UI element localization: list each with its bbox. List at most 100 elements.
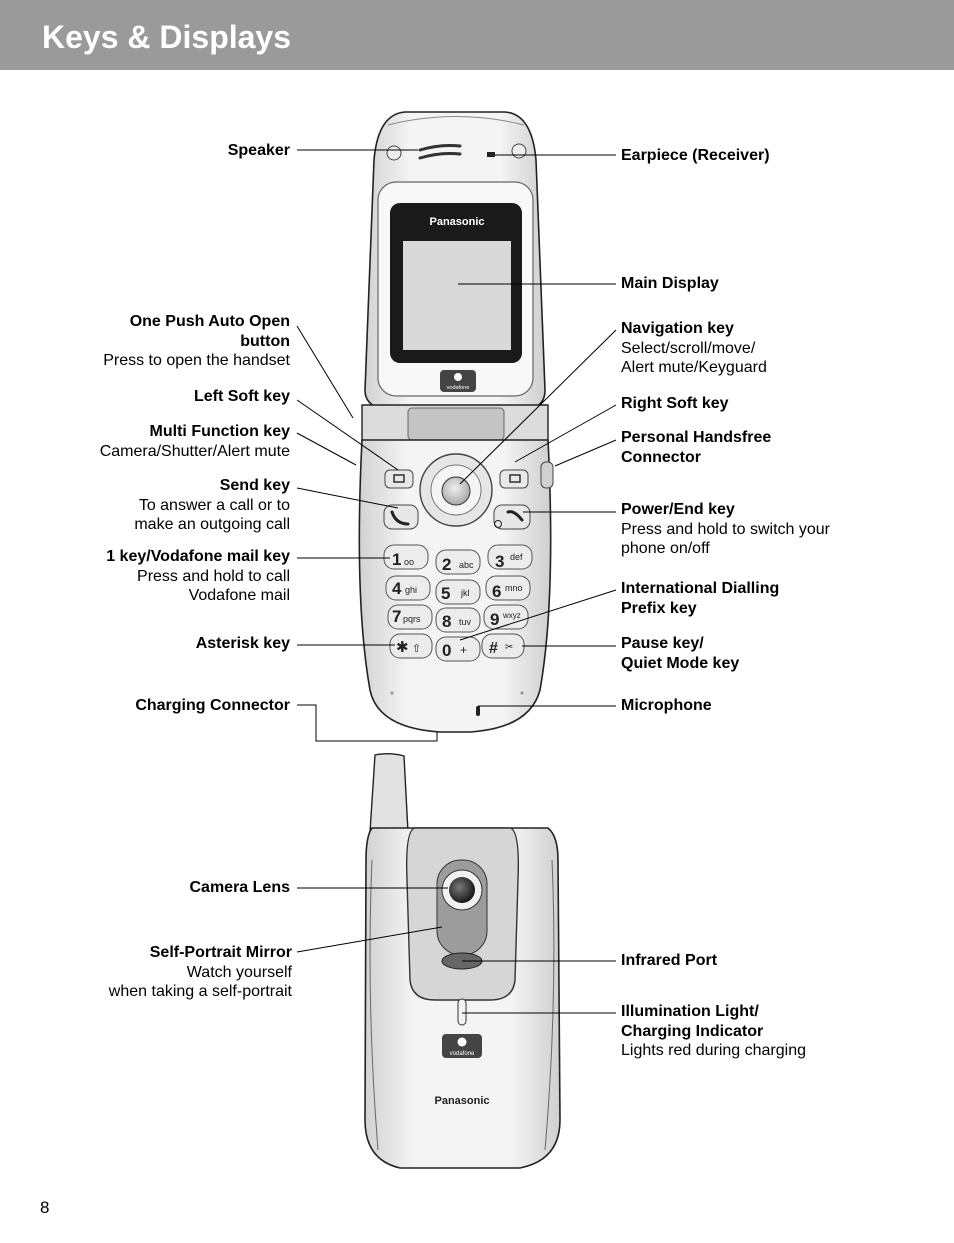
label-speaker: Speaker (228, 141, 290, 161)
label-illumination-title2: Charging Indicator (621, 1022, 764, 1040)
page-header: Keys & Displays (0, 0, 954, 70)
label-one-push-desc: Press to open the handset (103, 352, 290, 369)
label-earpiece: Earpiece (Receiver) (621, 146, 770, 166)
power-end-key[interactable] (493, 504, 531, 530)
label-camera-lens-title: Camera Lens (189, 879, 291, 896)
panasonic-logo-back: Panasonic (434, 1095, 489, 1107)
label-asterisk-title: Asterisk key (195, 635, 290, 652)
right-soft-key[interactable] (499, 469, 529, 489)
label-power-end-title: Power/End key (621, 501, 735, 518)
page-title: Keys & Displays (42, 19, 292, 55)
label-one-key: 1 key/Vodafone mail key Press and hold t… (106, 547, 290, 606)
label-power-end-desc2: phone on/off (621, 540, 710, 557)
key-0-digit: 0 (442, 641, 451, 660)
key-0[interactable] (435, 636, 481, 662)
key-8-sub: tuv (459, 617, 472, 627)
label-microphone-title: Microphone (621, 697, 712, 714)
label-multi-function-desc: Camera/Shutter/Alert mute (99, 442, 290, 460)
label-send: Send key To answer a call or to make an … (134, 476, 290, 535)
label-main-display-title: Main Display (621, 275, 719, 292)
key-9-sub: wxyz (502, 611, 521, 620)
key-hash-symbol: # (489, 640, 498, 657)
key-1-sub: οο (404, 557, 414, 567)
label-one-push-title1: One Push Auto Open (129, 313, 290, 330)
key-7-sub: pqrs (403, 614, 421, 624)
panasonic-logo-top: Panasonic (429, 216, 484, 228)
key-4-digit: 4 (392, 579, 402, 598)
key-3[interactable] (487, 544, 533, 570)
antenna (369, 753, 409, 833)
key-8-digit: 8 (442, 612, 451, 631)
key-asterisk-symbol: ✱ (396, 639, 409, 656)
camera-lens (449, 877, 475, 903)
label-earpiece-title: Earpiece (Receiver) (621, 147, 770, 164)
key-4[interactable] (385, 575, 431, 601)
illumination-light (457, 998, 467, 1026)
key-0-sub: + (460, 643, 467, 657)
key-8[interactable] (435, 607, 481, 633)
label-infrared-title: Infrared Port (621, 952, 718, 969)
label-navigation-desc1: Select/scroll/move/ (621, 339, 756, 357)
label-mirror-desc2: when taking a self-portrait (108, 983, 292, 1000)
microphone (476, 706, 480, 716)
key-3-sub: def (510, 552, 523, 562)
label-left-soft-title: Left Soft key (193, 388, 290, 405)
label-illumination-desc: Lights red during charging (621, 1042, 807, 1059)
key-asterisk[interactable] (389, 633, 433, 659)
label-intl-prefix: International Dialling Prefix key (621, 579, 779, 618)
key-4-sub: ghi (405, 585, 417, 595)
label-handsfree: Personal Handsfree Connector (621, 428, 771, 467)
label-power-end: Power/End key Press and hold to switch y… (621, 500, 830, 559)
left-soft-key[interactable] (384, 469, 414, 489)
page-number: 8 (40, 1198, 50, 1217)
key-2[interactable] (435, 549, 481, 575)
earpiece (487, 152, 495, 157)
label-right-soft: Right Soft key (621, 394, 729, 414)
key-7[interactable] (387, 604, 433, 630)
label-send-desc2: make an outgoing call (134, 516, 290, 533)
label-one-push: One Push Auto Open button Press to open … (103, 312, 290, 371)
label-power-end-desc1: Press and hold to switch your (621, 520, 830, 538)
send-key[interactable] (383, 504, 419, 530)
open-phone: Panasonic vodafone 1 οο (358, 111, 554, 733)
label-illumination: Illumination Light/ Charging Indicator L… (621, 1002, 806, 1061)
label-camera-lens: Camera Lens (190, 878, 291, 898)
label-speaker-title: Speaker (227, 142, 290, 159)
main-display-screen (403, 241, 511, 350)
label-intl-prefix-title1: International Dialling (621, 580, 780, 597)
label-asterisk: Asterisk key (196, 634, 290, 654)
label-intl-prefix-title2: Prefix key (621, 599, 697, 617)
key-9[interactable] (483, 604, 529, 630)
closed-phone: vodafone Panasonic (364, 753, 561, 1169)
label-main-display: Main Display (621, 274, 719, 294)
label-mirror-title: Self-Portrait Mirror (149, 944, 292, 961)
label-handsfree-title2: Connector (621, 448, 701, 466)
label-right-soft-title: Right Soft key (621, 395, 729, 412)
svg-text:vodafone: vodafone (450, 1051, 475, 1057)
key-6[interactable] (485, 575, 531, 601)
key-5-digit: 5 (441, 584, 450, 603)
key-6-digit: 6 (492, 582, 501, 601)
label-one-key-title: 1 key/Vodafone mail key (106, 548, 290, 565)
key-1-digit: 1 (392, 550, 401, 569)
label-navigation-desc2: Alert mute/Keyguard (621, 359, 767, 376)
label-pause-title2: Quiet Mode key (621, 654, 740, 672)
label-send-desc1: To answer a call or to (138, 496, 290, 514)
key-2-sub: abc (459, 560, 474, 570)
key-5-sub: jkl (460, 588, 470, 598)
label-left-soft: Left Soft key (194, 387, 290, 407)
label-navigation-title: Navigation key (621, 320, 734, 337)
key-3-digit: 3 (495, 552, 504, 571)
key-hash-sub: ✂ (505, 642, 513, 653)
label-multi-function-title: Multi Function key (149, 423, 290, 440)
speaker-grille (418, 144, 462, 152)
label-infrared: Infrared Port (621, 951, 717, 971)
key-1[interactable] (383, 544, 429, 570)
label-mirror-desc1: Watch yourself (186, 963, 292, 981)
label-charging-connector: Charging Connector (135, 696, 290, 716)
label-handsfree-title1: Personal Handsfree (621, 429, 772, 446)
key-5[interactable] (435, 579, 481, 605)
label-one-push-title2: button (240, 332, 290, 350)
label-multi-function: Multi Function key Camera/Shutter/Alert … (100, 422, 290, 461)
